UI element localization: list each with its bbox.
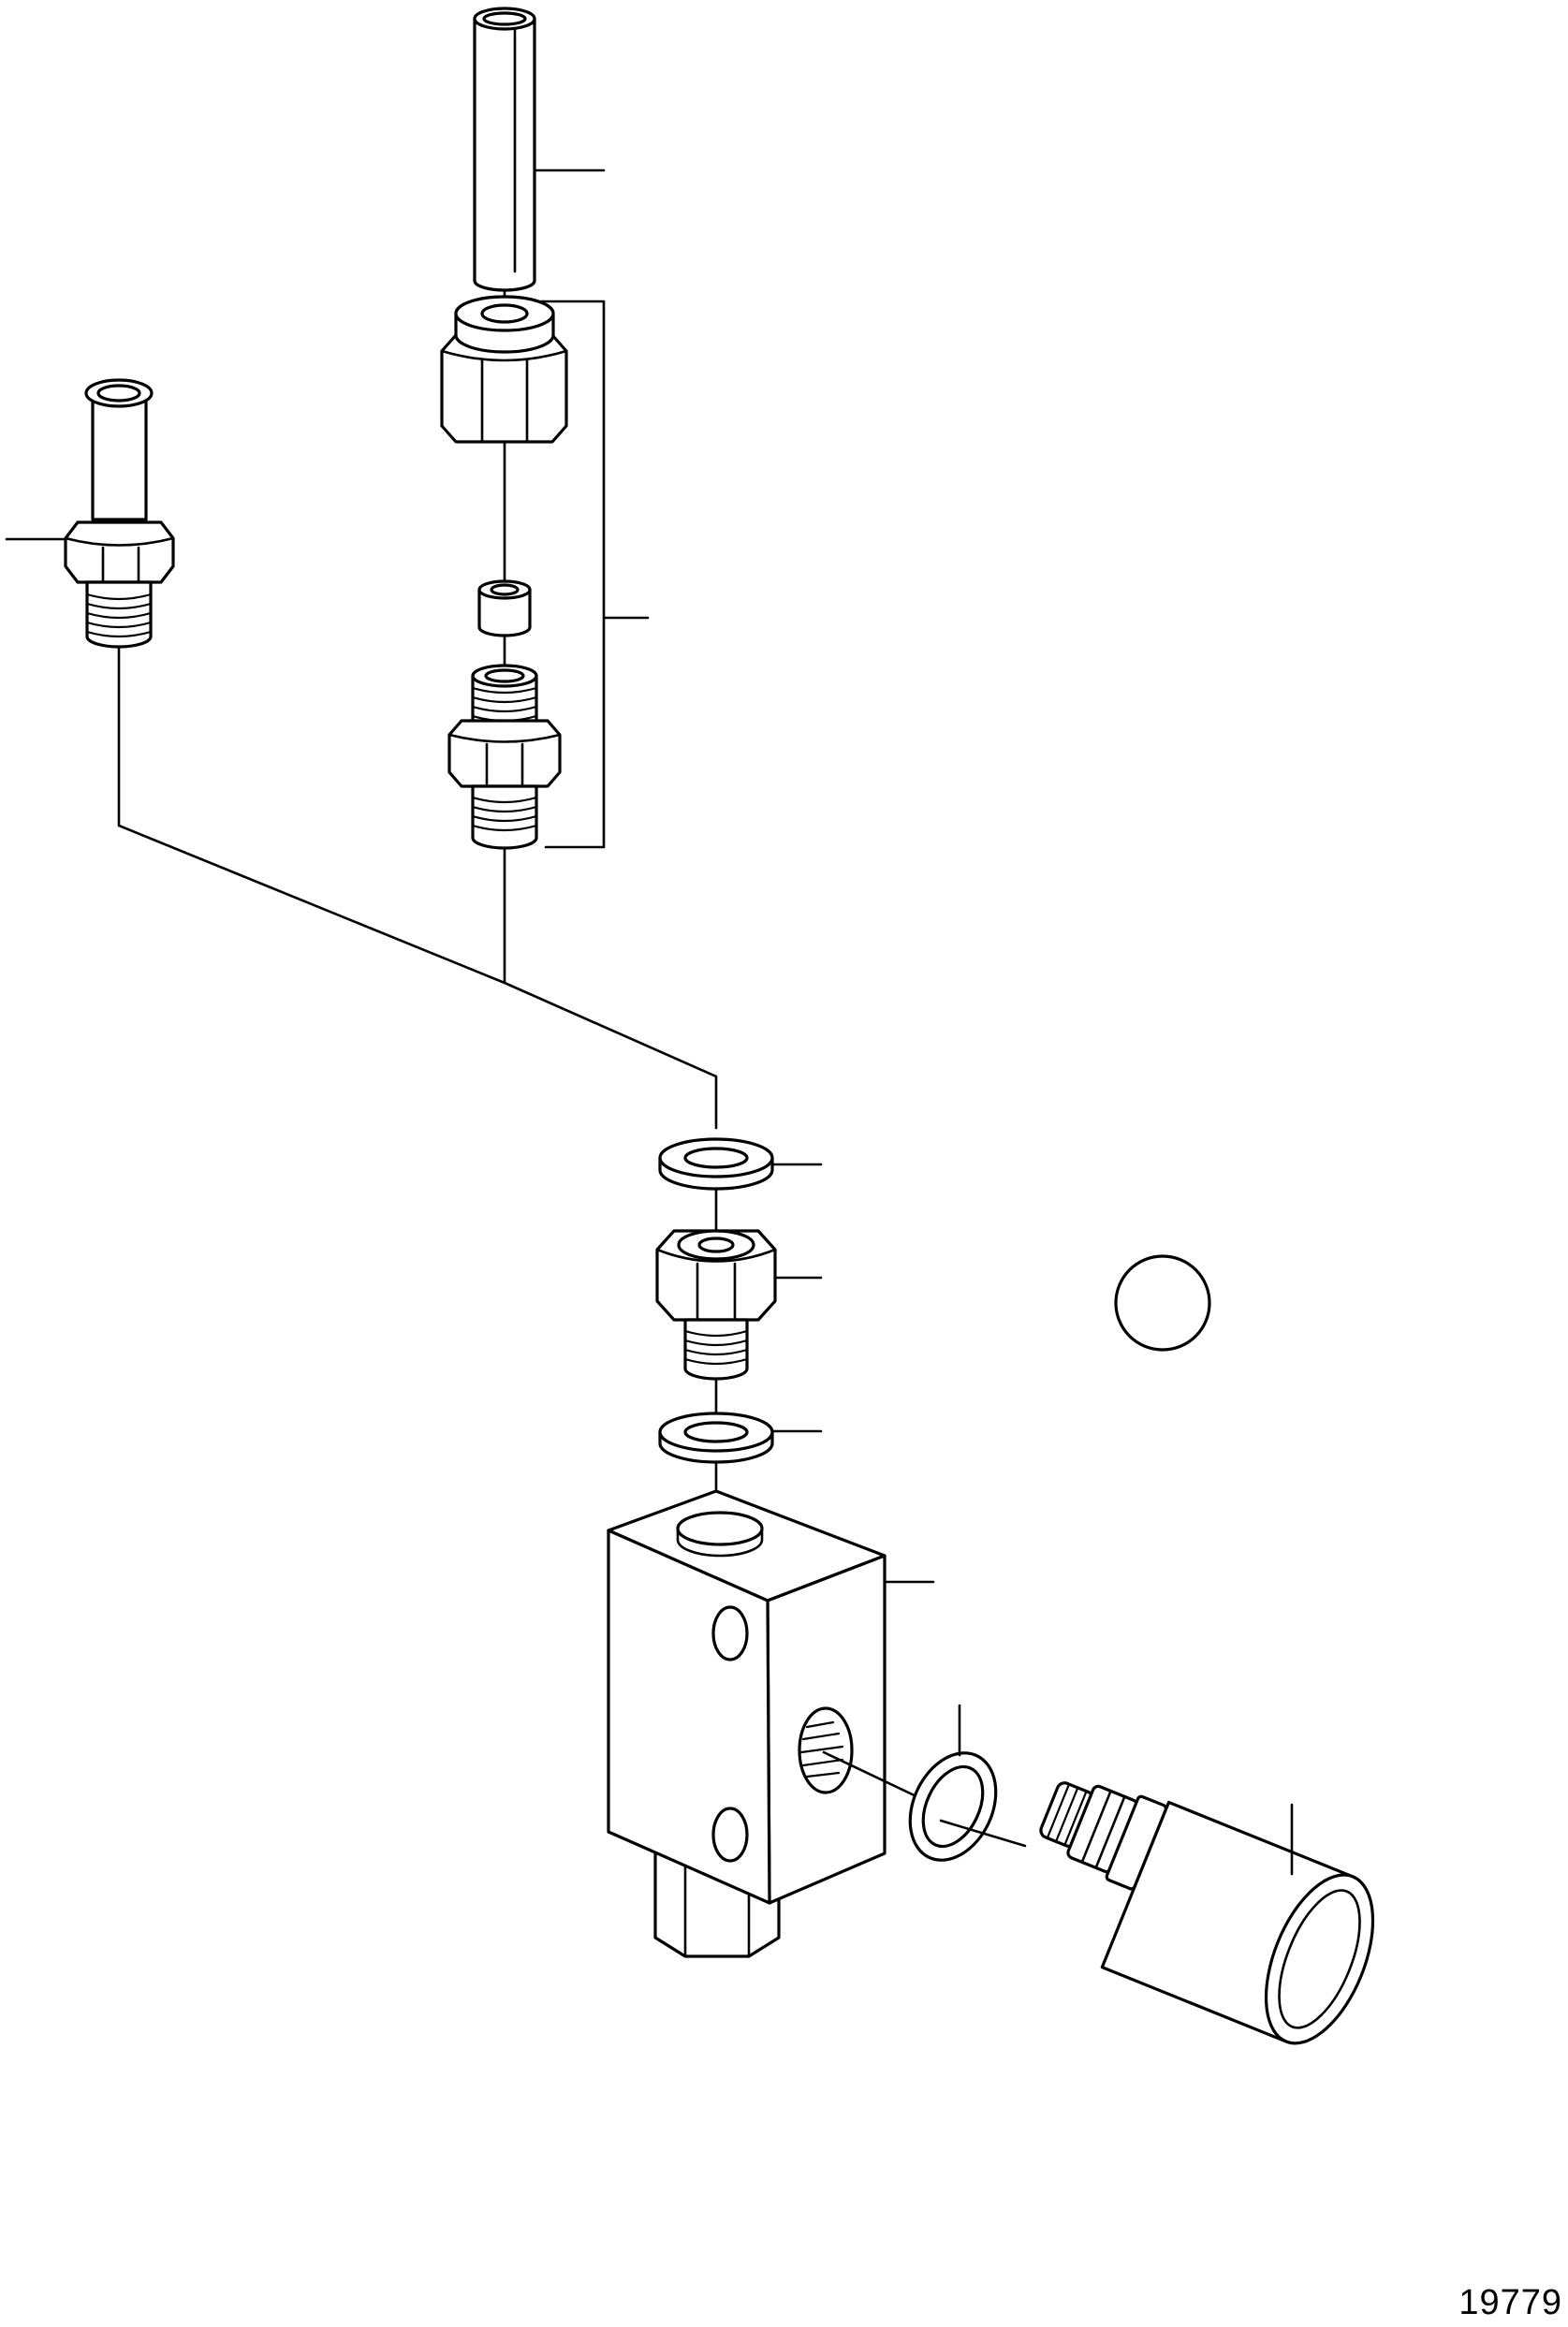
olive-ring [477,579,532,637]
group-bracket [539,300,650,849]
banjo-nut [655,1229,777,1381]
leader-oring-to-sensor [939,1819,1027,1848]
union-nut [440,295,568,444]
hose-nipple-fitting [64,378,175,649]
pressure-sensor [1039,1781,1375,2045]
hose-tube [473,7,536,292]
detail-circle [1114,1254,1211,1352]
sealing-washer-lower [658,1412,774,1464]
valve-block [607,1489,887,1958]
sealing-washer-upper [658,1137,774,1191]
threaded-adapter [447,664,562,850]
figure-number: 19779 [1458,2283,1562,2322]
connector-lines [117,646,718,1130]
leader-port-to-oring [822,1750,924,1801]
o-ring [908,1751,998,1862]
